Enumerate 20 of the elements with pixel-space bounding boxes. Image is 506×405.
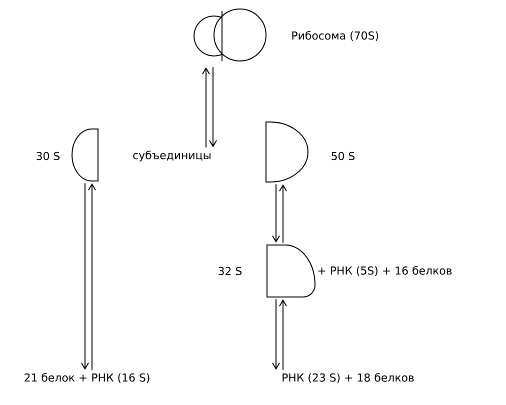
subunit-drawing <box>72 128 98 182</box>
node-label: 30 S <box>36 152 60 160</box>
ribosome-drawing <box>194 8 266 62</box>
text-label: субъединицы <box>133 150 210 162</box>
subunit-drawing <box>266 122 308 182</box>
text-label: 21 белок + РНК (16 S) <box>24 373 150 383</box>
arrow <box>81 182 89 370</box>
node-label: + РНК (5S) + 16 белков <box>318 266 452 276</box>
arrow <box>272 298 280 370</box>
arrow <box>272 184 280 243</box>
arrow <box>209 66 217 148</box>
subunit-drawing <box>266 244 316 298</box>
node-label: Рибосома (70S) <box>292 31 378 41</box>
node-label: 50 S <box>332 152 355 160</box>
text-label: РНК (23 S) + 18 белков <box>282 373 414 383</box>
arrow <box>202 67 210 148</box>
arrow <box>279 299 287 370</box>
arrow <box>279 184 287 244</box>
arrow <box>88 183 96 370</box>
node-label: 32 S <box>218 266 242 276</box>
